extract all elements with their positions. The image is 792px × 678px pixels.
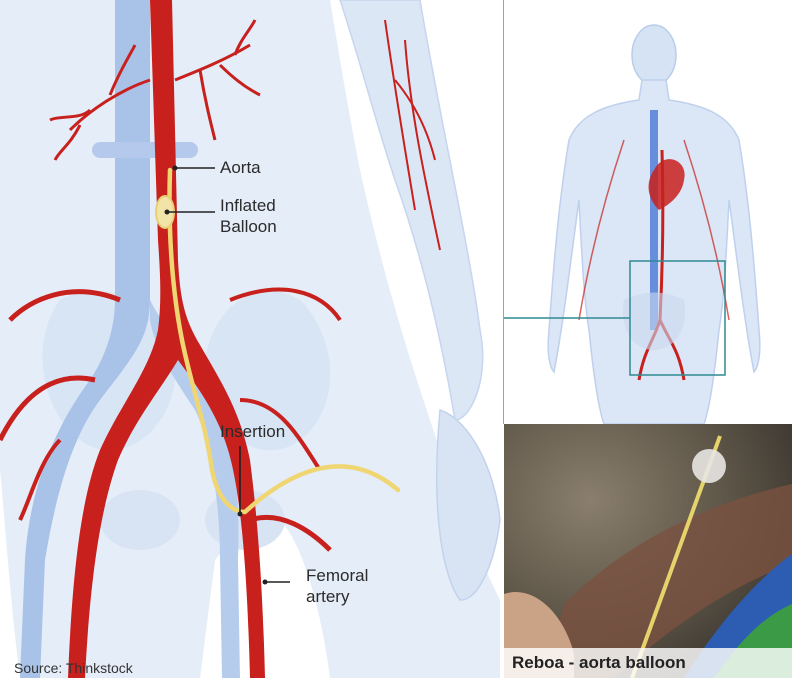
aorta-label: Aorta xyxy=(220,158,261,178)
head xyxy=(632,25,676,85)
anatomy-closeup-panel: Aorta Inflated Balloon Insertion Femoral… xyxy=(0,0,503,678)
femoral-label-line2: artery xyxy=(306,587,349,607)
balloon-label-line1: Inflated xyxy=(220,196,276,216)
full-body-illustration xyxy=(504,0,792,424)
source-credit: Source: Thinkstock xyxy=(14,660,133,676)
anatomy-illustration xyxy=(0,0,503,678)
reboa-photo xyxy=(504,424,792,678)
insertion-label: Insertion xyxy=(220,422,285,442)
photo-balloon xyxy=(692,449,726,483)
left-femur-head xyxy=(100,490,180,550)
balloon-label-line2: Balloon xyxy=(220,217,277,237)
reboa-photo-panel: Reboa - aorta balloon xyxy=(504,424,792,678)
femoral-label-line1: Femoral xyxy=(306,566,368,586)
photo-caption: Reboa - aorta balloon xyxy=(504,648,792,678)
full-body-overview-panel xyxy=(504,0,792,424)
